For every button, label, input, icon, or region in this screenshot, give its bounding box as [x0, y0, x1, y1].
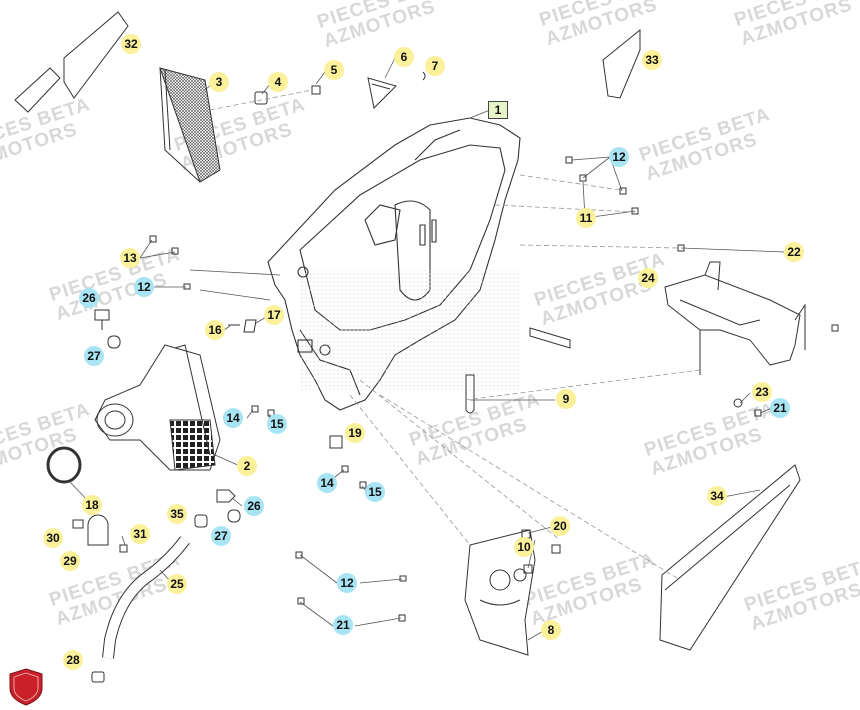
- callout-35[interactable]: 35: [167, 504, 187, 524]
- callout-15[interactable]: 15: [365, 482, 385, 502]
- callout-12[interactable]: 12: [134, 277, 154, 297]
- pad-33: [602, 28, 641, 99]
- callout-26[interactable]: 26: [244, 496, 264, 516]
- callout-21[interactable]: 21: [333, 615, 353, 635]
- fasteners: [149, 156, 839, 622]
- callout-14[interactable]: 14: [223, 408, 243, 428]
- part-10: [523, 564, 533, 574]
- callout-30[interactable]: 30: [43, 528, 63, 548]
- callout-29[interactable]: 29: [60, 551, 80, 571]
- part-9b: [465, 374, 475, 414]
- part-29: [87, 514, 109, 546]
- callout-8[interactable]: 8: [541, 620, 561, 640]
- callout-17[interactable]: 17: [264, 305, 284, 325]
- mudguard-8: [464, 529, 536, 656]
- callout-12[interactable]: 12: [609, 147, 629, 167]
- part-20b: [551, 544, 561, 554]
- callout-24[interactable]: 24: [638, 268, 658, 288]
- callout-18[interactable]: 18: [82, 495, 102, 515]
- callout-13[interactable]: 13: [120, 248, 140, 268]
- relation-lines: [209, 89, 701, 581]
- callout-22[interactable]: 22: [784, 242, 804, 262]
- air-filter-3: [159, 67, 221, 183]
- part-35: [194, 514, 208, 528]
- callout-14[interactable]: 14: [317, 473, 337, 493]
- callout-15[interactable]: 15: [267, 414, 287, 434]
- azmotors-logo-icon: [9, 668, 43, 706]
- part-9a: [529, 327, 571, 349]
- callout-16[interactable]: 16: [205, 320, 225, 340]
- airbox-1: [267, 117, 521, 411]
- part-28: [91, 671, 105, 683]
- callout-12[interactable]: 12: [337, 573, 357, 593]
- callout-28[interactable]: 28: [63, 650, 83, 670]
- callout-20[interactable]: 20: [550, 516, 570, 536]
- callout-7[interactable]: 7: [425, 56, 445, 76]
- callout-19[interactable]: 19: [345, 423, 365, 443]
- callout-4[interactable]: 4: [268, 72, 288, 92]
- part-6: [367, 77, 397, 110]
- callout-5[interactable]: 5: [324, 60, 344, 80]
- callout-2[interactable]: 2: [237, 456, 257, 476]
- part-27a: [107, 335, 121, 349]
- callout-3[interactable]: 3: [209, 72, 229, 92]
- callout-10[interactable]: 10: [514, 537, 534, 557]
- callout-9[interactable]: 9: [556, 389, 576, 409]
- callout-26[interactable]: 26: [79, 288, 99, 308]
- part-19: [329, 435, 343, 449]
- part-26b: [216, 489, 236, 503]
- part-7: [422, 71, 426, 81]
- clamp-ring-18: [46, 446, 82, 484]
- part-17: [243, 319, 257, 333]
- callout-33[interactable]: 33: [642, 50, 662, 70]
- part-31: [119, 544, 128, 553]
- callout-32[interactable]: 32: [121, 34, 141, 54]
- callout-34[interactable]: 34: [707, 486, 727, 506]
- callout-6[interactable]: 6: [394, 47, 414, 67]
- callout-27[interactable]: 27: [84, 346, 104, 366]
- part-5: [311, 85, 321, 95]
- side-pad-32: [14, 11, 129, 113]
- side-panel-34: [659, 464, 801, 651]
- callout-31[interactable]: 31: [130, 524, 150, 544]
- part-4: [254, 91, 268, 105]
- callout-11[interactable]: 11: [576, 208, 596, 228]
- battery-tray-24: [664, 261, 806, 375]
- callout-1[interactable]: 1: [488, 101, 508, 119]
- callout-27[interactable]: 27: [211, 526, 231, 546]
- callout-21[interactable]: 21: [770, 398, 790, 418]
- callout-23[interactable]: 23: [752, 382, 772, 402]
- part-26a: [94, 309, 110, 330]
- callout-25[interactable]: 25: [167, 574, 187, 594]
- airbox-cover-2: [94, 344, 221, 471]
- part-30: [72, 519, 84, 529]
- part-27b: [227, 509, 241, 523]
